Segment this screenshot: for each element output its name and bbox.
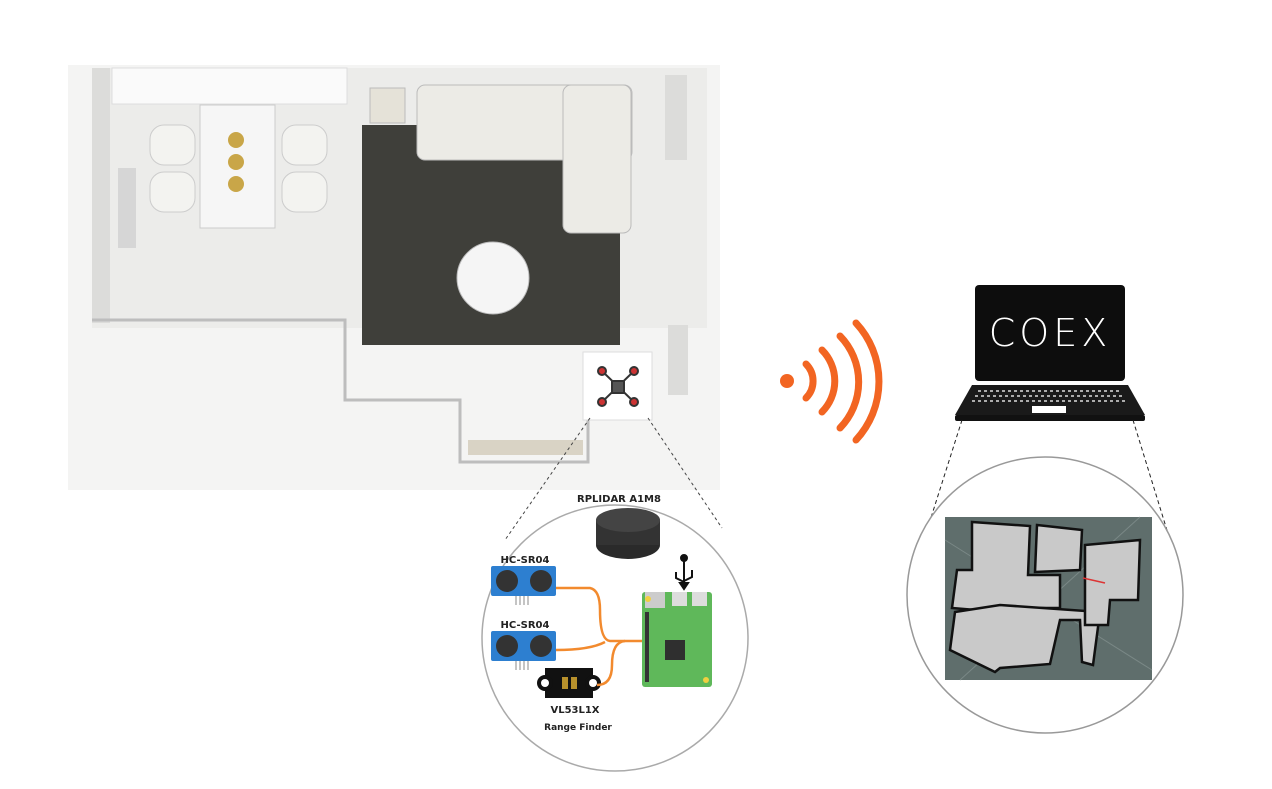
wires: [555, 586, 642, 687]
laptop-icon: COEX: [955, 285, 1145, 421]
zoom-line-left: [504, 417, 591, 541]
slam-map-callout: [906, 456, 1184, 734]
robot-hardware-callout: RPLIDAR A1M8 HC-SR04 HC-SR04: [481, 494, 749, 772]
coffee-table: [456, 241, 530, 315]
ultrasonic-sensor-bottom: [491, 631, 556, 670]
tof-label: VL53L1X: [550, 705, 599, 716]
zoom-line-right: [647, 417, 723, 529]
floor-plan: [68, 65, 720, 490]
tof-sublabel: Range Finder: [544, 723, 612, 733]
usb-icon: [675, 554, 693, 591]
drone-icon: [597, 366, 639, 407]
lidar-label: RPLIDAR A1M8: [577, 494, 661, 505]
occupancy-grid: [948, 520, 1142, 674]
raspberry-pi: [642, 592, 712, 687]
ultrasonic-sensor-top: [491, 566, 556, 605]
ultrasonic-top-label: HC-SR04: [501, 555, 550, 566]
tof-sensor: [537, 668, 601, 698]
wifi-signal-icon: [780, 319, 883, 444]
lidar-icon: [596, 508, 660, 559]
ultrasonic-bottom-label: HC-SR04: [501, 620, 550, 631]
laptop-logo: COEX: [989, 311, 1112, 355]
robot-path: [1082, 577, 1106, 584]
